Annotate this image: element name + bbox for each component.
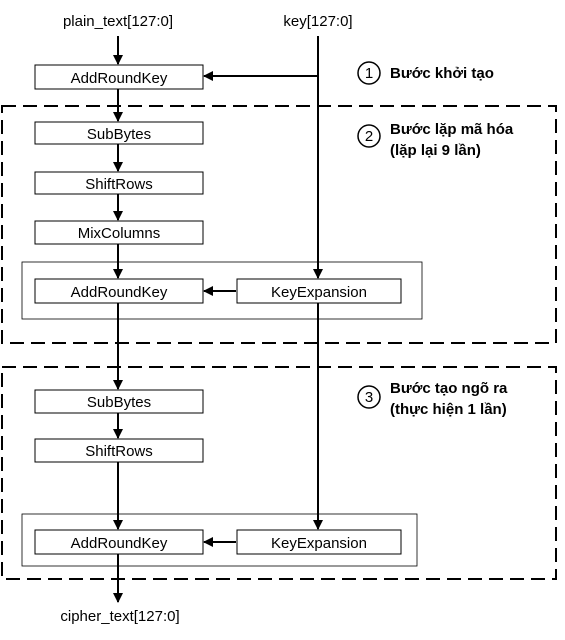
cipher-text-label: cipher_text[127:0] [60, 608, 179, 625]
stage1-number: 1 [365, 65, 373, 82]
round-subbytes-box [34, 121, 204, 145]
initial-addroundkey-box [34, 64, 204, 90]
stage3-number-circle [357, 385, 381, 409]
final-keyexpansion-label: KeyExpansion [271, 535, 367, 552]
stage3-frame [1, 366, 557, 580]
final-subbytes-label: SubBytes [87, 394, 151, 411]
stage2-number-circle [357, 124, 381, 148]
stage2-title-line2: (lặp lại 9 lần) [390, 142, 481, 159]
initial-addroundkey-label: AddRoundKey [71, 70, 168, 87]
stage3-key-group [21, 513, 418, 567]
stage3-title-line2: (thực hiện 1 lần) [390, 401, 507, 418]
round-keyexpansion-label: KeyExpansion [271, 284, 367, 301]
round-mixcolumns-box [34, 220, 204, 245]
round-subbytes-label: SubBytes [87, 126, 151, 143]
final-keyexpansion-box [236, 529, 402, 555]
final-shiftrows-box [34, 438, 204, 463]
final-subbytes-box [34, 389, 204, 414]
round-shiftrows-label: ShiftRows [85, 176, 153, 193]
round-mixcolumns-label: MixColumns [78, 225, 161, 242]
stage3-number: 3 [365, 389, 373, 406]
plain-text-label: plain_text[127:0] [63, 13, 173, 30]
round-shiftrows-box [34, 171, 204, 195]
key-label: key[127:0] [283, 13, 352, 30]
stage2-key-group [21, 261, 423, 320]
round-addroundkey-label: AddRoundKey [71, 284, 168, 301]
round-keyexpansion-box [236, 278, 402, 304]
round-addroundkey-box [34, 278, 204, 304]
stage1-number-circle [357, 61, 381, 85]
stage2-title-line1: Bước lặp mã hóa [390, 121, 514, 138]
final-addroundkey-label: AddRoundKey [71, 535, 168, 552]
stage1-title: Bước khởi tạo [390, 65, 494, 82]
stage3-title-line1: Bước tạo ngõ ra [390, 380, 508, 397]
stage2-number: 2 [365, 128, 373, 145]
final-addroundkey-box [34, 529, 204, 555]
stage2-frame [1, 105, 557, 344]
final-shiftrows-label: ShiftRows [85, 443, 153, 460]
